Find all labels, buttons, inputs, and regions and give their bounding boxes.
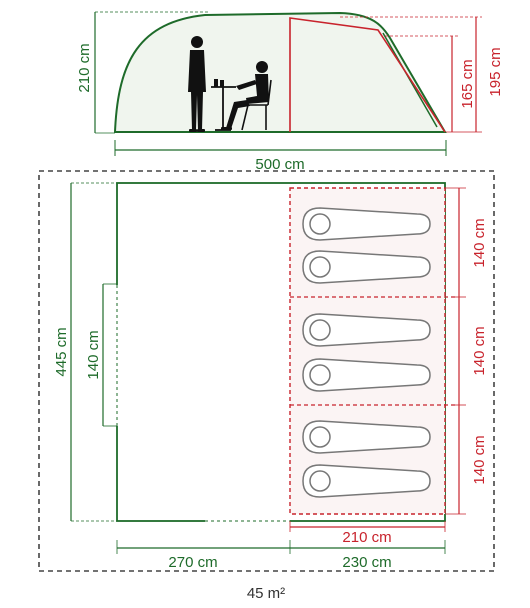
height-165-dimension xyxy=(385,35,458,132)
height-210-dimension xyxy=(94,11,210,134)
length-500-dimension xyxy=(114,140,447,156)
bedroom-side-outline xyxy=(289,17,446,133)
bedroom-zone xyxy=(289,187,446,515)
standing-person-figure xyxy=(188,36,206,132)
living-length-label: 270 cm xyxy=(168,554,217,571)
seated-person-figure xyxy=(221,61,269,130)
footprint-outline xyxy=(38,170,495,572)
chair-figure xyxy=(241,79,272,131)
height-bedroom-peak-label: 195 cm xyxy=(487,47,504,96)
bedroom-width-label-3: 140 cm xyxy=(471,435,488,484)
door-width-label: 140 cm xyxy=(85,330,102,379)
floor-plan: 445 cm 140 cm 140 cm 140 cm 140 cm 210 c… xyxy=(38,170,495,602)
height-total-label: 210 cm xyxy=(76,43,93,92)
side-view: 210 cm 195 cm 165 cm 500 cm xyxy=(76,11,504,173)
sleeping-bag xyxy=(302,313,431,347)
footprint-area-label: 45 m² xyxy=(247,585,285,602)
depth-445-dimension xyxy=(70,182,117,522)
sleeping-bag xyxy=(302,250,431,284)
sleeping-bags xyxy=(302,207,431,498)
tent-side-profile xyxy=(113,11,447,133)
tent-length-label: 500 cm xyxy=(255,156,304,173)
depth-label: 445 cm xyxy=(53,327,70,376)
length-split-dimensions xyxy=(116,540,446,554)
bedroom-depth-label: 210 cm xyxy=(342,529,391,546)
door-140-dimension xyxy=(102,283,117,427)
sleeping-bag xyxy=(302,207,431,241)
bedroom-length-label: 230 cm xyxy=(342,554,391,571)
bedroom-width-label-1: 140 cm xyxy=(471,218,488,267)
sleeping-bag xyxy=(302,420,431,454)
bedroom-width-label-2: 140 cm xyxy=(471,326,488,375)
sleeping-bag xyxy=(302,464,431,498)
bedroom-width-dimensions xyxy=(445,187,466,515)
bedroom-depth-dimension xyxy=(289,521,446,532)
sleeping-bag xyxy=(302,358,431,392)
height-bedroom-low-label: 165 cm xyxy=(459,59,476,108)
